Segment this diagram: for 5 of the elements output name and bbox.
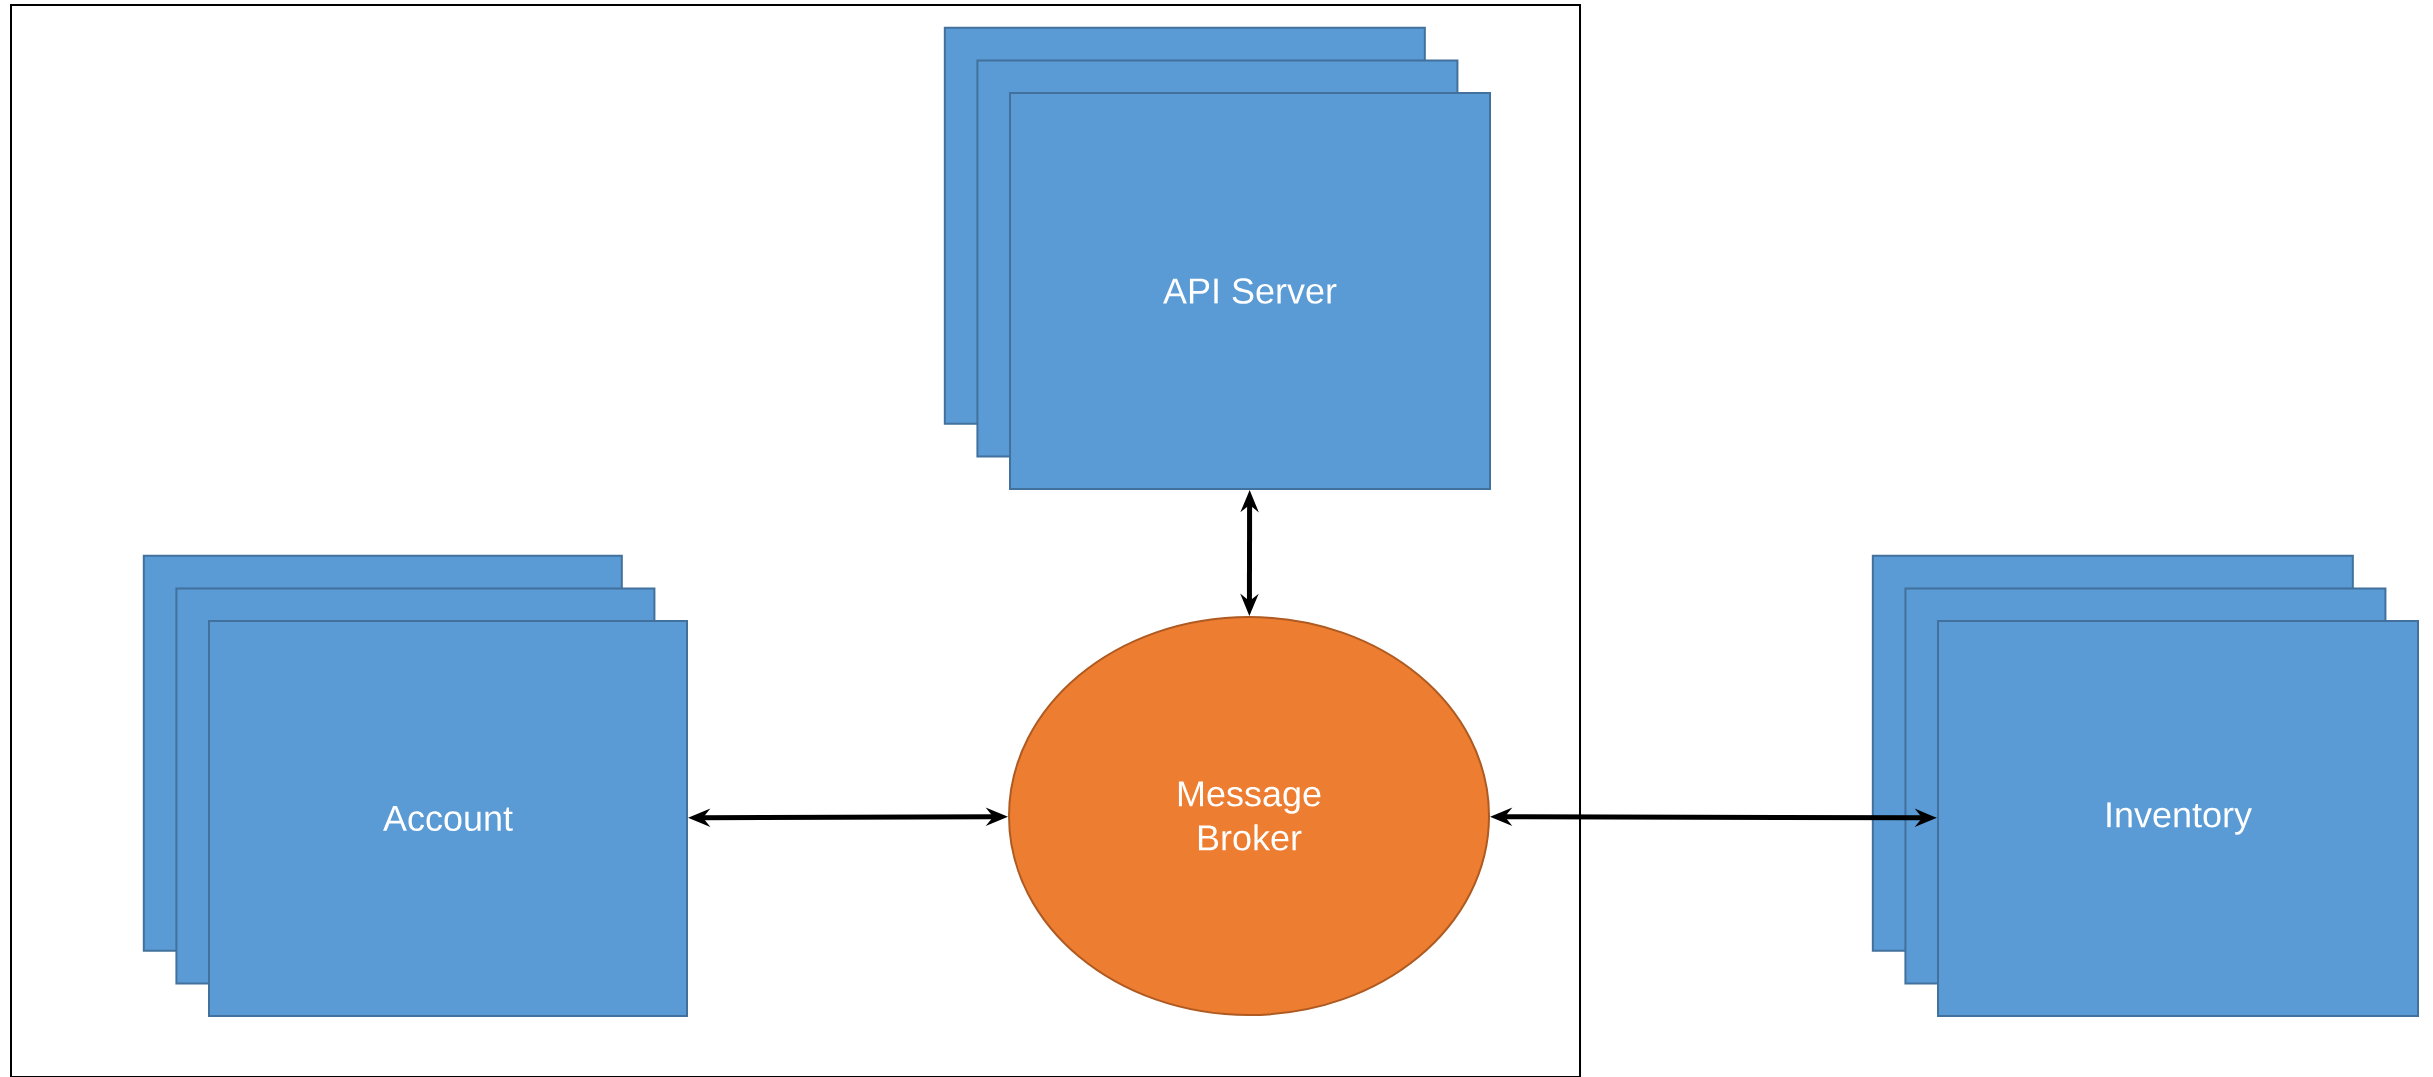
ellipse-node: Message Broker [1008, 616, 1490, 1016]
stacked-box: Account [142, 554, 688, 1017]
stacked-box: API Server [943, 26, 1491, 490]
stacked-box: Inventory [1871, 554, 2420, 1017]
boundary-frame [10, 4, 1581, 1077]
